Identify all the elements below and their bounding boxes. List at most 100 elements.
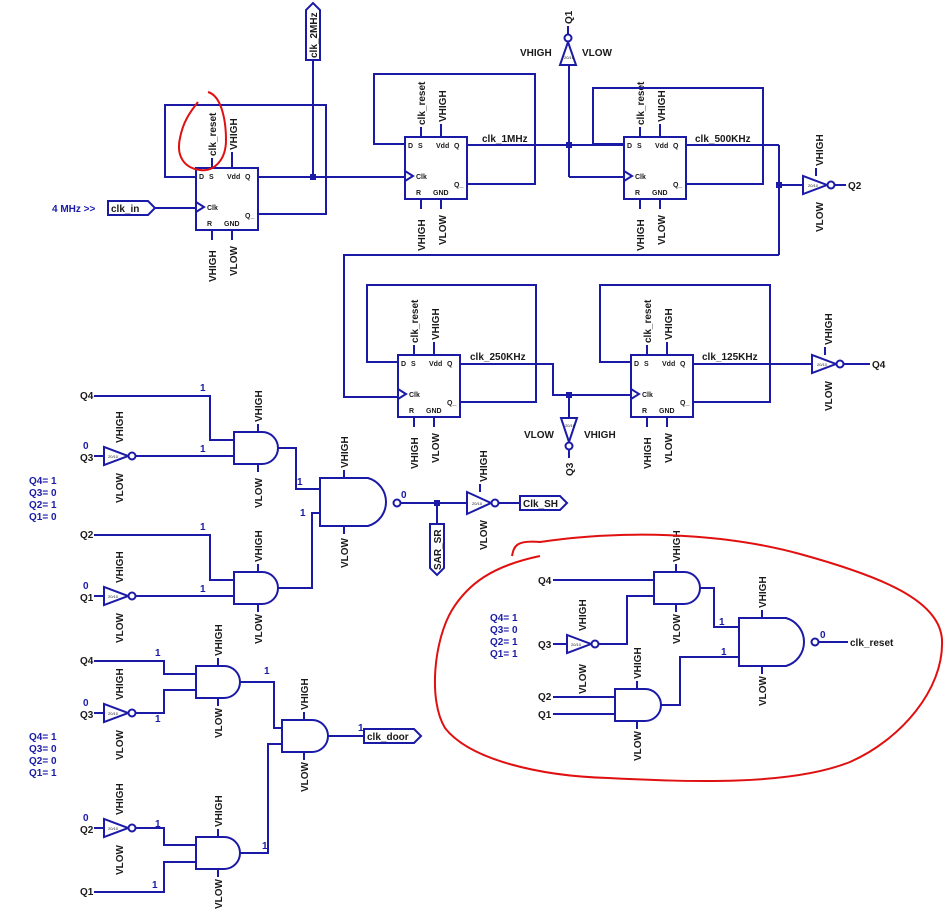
- svg-text:R: R: [207, 221, 212, 228]
- svg-text:Q_: Q_: [673, 182, 682, 189]
- svg-text:VLOW: VLOW: [633, 730, 644, 761]
- svg-text:1: 1: [155, 819, 161, 830]
- svg-text:Clk: Clk: [416, 174, 427, 181]
- svg-text:D: D: [627, 143, 632, 150]
- svg-text:VLOW: VLOW: [254, 613, 265, 644]
- sar-sr-port: SAR_SR: [429, 523, 445, 577]
- svg-text:Q4= 1: Q4= 1: [490, 613, 518, 624]
- svg-text:clk_125KHz: clk_125KHz: [702, 352, 758, 363]
- svg-text:VHIGH: VHIGH: [214, 795, 225, 827]
- svg-text:VHIGH: VHIGH: [115, 551, 126, 583]
- svg-text:VLOW: VLOW: [672, 613, 683, 644]
- svg-text:Q_: Q_: [447, 400, 456, 407]
- svg-text:VLOW: VLOW: [115, 729, 126, 760]
- svg-text:VLOW: VLOW: [664, 432, 675, 463]
- svg-text:R: R: [642, 408, 647, 415]
- svg-text:VHIGH: VHIGH: [229, 118, 240, 150]
- svg-text:clk_reset: clk_reset: [410, 299, 421, 343]
- svg-text:Q: Q: [680, 361, 686, 368]
- svg-text:1: 1: [262, 841, 268, 852]
- svg-text:Q4: Q4: [80, 656, 94, 667]
- svg-text:D: D: [634, 361, 639, 368]
- svg-text:GND: GND: [659, 408, 675, 415]
- svg-text:1: 1: [358, 723, 364, 734]
- svg-text:Q4: Q4: [872, 360, 886, 371]
- svg-text:1: 1: [200, 383, 206, 394]
- svg-text:VHIGH: VHIGH: [214, 624, 225, 656]
- svg-text:VHIGH: VHIGH: [410, 437, 421, 469]
- svg-text:Q: Q: [673, 143, 679, 150]
- svg-text:Clk_SH: Clk_SH: [523, 499, 558, 510]
- svg-text:VLOW: VLOW: [431, 432, 442, 463]
- svg-text:VHIGH: VHIGH: [657, 90, 668, 122]
- svg-text:20/10: 20/10: [817, 362, 828, 367]
- svg-text:20/10: 20/10: [564, 55, 575, 60]
- svg-text:Q2= 1: Q2= 1: [490, 637, 518, 648]
- svg-text:0: 0: [83, 441, 89, 452]
- svg-text:0: 0: [820, 630, 826, 641]
- svg-text:1: 1: [719, 617, 725, 628]
- svg-text:Q4: Q4: [80, 391, 94, 402]
- svg-text:Q_: Q_: [454, 182, 463, 189]
- clk-door-port: clk_door: [363, 728, 423, 744]
- svg-text:VHIGH: VHIGH: [300, 678, 311, 710]
- svg-text:Clk: Clk: [409, 392, 420, 399]
- svg-text:VLOW: VLOW: [582, 48, 613, 59]
- svg-text:20/10: 20/10: [472, 501, 483, 506]
- svg-text:VHIGH: VHIGH: [115, 411, 126, 443]
- svg-text:SAR_SR: SAR_SR: [433, 529, 444, 570]
- svg-text:VLOW: VLOW: [214, 878, 225, 909]
- svg-text:clk_250KHz: clk_250KHz: [470, 352, 526, 363]
- svg-text:VHIGH: VHIGH: [254, 530, 265, 562]
- svg-text:VHIGH: VHIGH: [115, 668, 126, 700]
- svg-text:GND: GND: [652, 190, 668, 197]
- svg-text:Q3: Q3: [80, 453, 94, 464]
- flip-flop-5: D S Vdd Q Clk R GND Q_ clk_reset VHIGH V…: [630, 299, 694, 469]
- flip-flop-2: D S Vdd Q Clk R GND Q_ clk_reset VHIGH V…: [404, 81, 468, 251]
- svg-text:D: D: [408, 143, 413, 150]
- svg-text:GND: GND: [433, 190, 449, 197]
- svg-text:VHIGH: VHIGH: [417, 219, 428, 251]
- svg-text:VHIGH: VHIGH: [643, 437, 654, 469]
- svg-text:VHIGH: VHIGH: [340, 436, 351, 468]
- svg-text:Q: Q: [447, 361, 453, 368]
- annotation-circle-reset-logic: [433, 533, 944, 783]
- svg-text:VHIGH: VHIGH: [664, 308, 675, 340]
- svg-text:clk_reset: clk_reset: [208, 112, 219, 156]
- svg-text:clk_reset: clk_reset: [417, 81, 428, 125]
- svg-text:S: S: [411, 361, 416, 368]
- clk-door-logic: Q4 1 0 Q3 20/10 VHIGH VLOW 1 VHIGH VLOW …: [29, 624, 364, 909]
- annotation-circle-reset-pin: [178, 91, 228, 172]
- svg-text:VHIGH: VHIGH: [824, 313, 835, 345]
- svg-text:clk_500KHz: clk_500KHz: [695, 134, 751, 145]
- svg-text:GND: GND: [426, 408, 442, 415]
- svg-text:Q2: Q2: [80, 530, 94, 541]
- svg-text:1: 1: [200, 522, 206, 533]
- clk-2mhz-port: clk_2MHz: [305, 1, 321, 61]
- svg-text:Q4: Q4: [538, 576, 552, 587]
- svg-text:0: 0: [83, 698, 89, 709]
- svg-text:Q3= 0: Q3= 0: [490, 625, 518, 636]
- svg-text:Vdd: Vdd: [227, 174, 240, 181]
- svg-text:VLOW: VLOW: [578, 663, 589, 694]
- svg-text:Q1: Q1: [564, 10, 575, 24]
- svg-text:VLOW: VLOW: [657, 214, 668, 245]
- svg-text:20/10: 20/10: [108, 711, 119, 716]
- svg-text:Q: Q: [454, 143, 460, 150]
- svg-text:VHIGH: VHIGH: [578, 599, 589, 631]
- clk-sh-port: Clk_SH: [519, 495, 569, 511]
- svg-text:Q_: Q_: [680, 400, 689, 407]
- svg-text:Q3: Q3: [565, 462, 576, 476]
- inverter-q2: Q2 20/10 VHIGH VLOW: [802, 134, 862, 232]
- svg-text:D: D: [401, 361, 406, 368]
- svg-text:VLOW: VLOW: [115, 472, 126, 503]
- svg-text:VHIGH: VHIGH: [672, 530, 683, 562]
- svg-text:clk_reset: clk_reset: [643, 299, 654, 343]
- svg-text:VHIGH: VHIGH: [636, 219, 647, 251]
- svg-text:VHIGH: VHIGH: [431, 308, 442, 340]
- svg-text:Q3= 0: Q3= 0: [29, 488, 57, 499]
- svg-text:VLOW: VLOW: [300, 761, 311, 792]
- svg-text:Clk: Clk: [635, 174, 646, 181]
- svg-text:Clk: Clk: [642, 392, 653, 399]
- svg-text:1: 1: [300, 508, 306, 519]
